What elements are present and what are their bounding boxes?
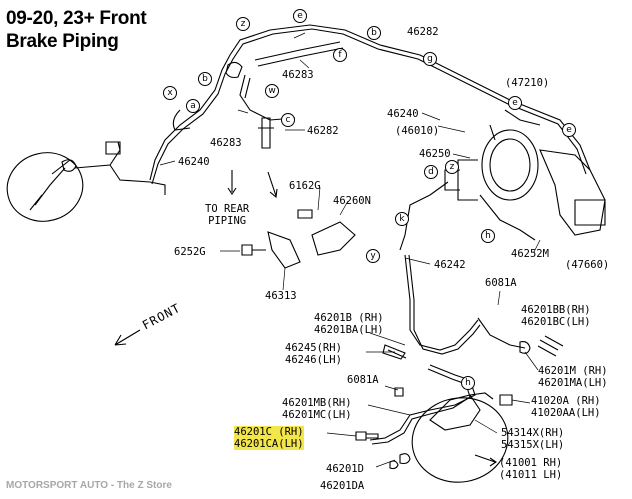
callout-z: z	[236, 17, 250, 31]
part-label-46201MA: 46201MA(LH)	[538, 377, 608, 389]
callout-e-2: e	[508, 96, 522, 110]
part-label-46242: 46242	[434, 259, 466, 271]
part-label-6081A-top: 6081A	[485, 277, 517, 289]
part-label-46201DA: 46201DA	[320, 480, 365, 492]
part-label-46201D: 46201D	[326, 463, 364, 475]
part-label-46201M: 46201M (RH)	[538, 365, 608, 377]
callout-w: w	[265, 84, 279, 98]
callout-b: b	[367, 26, 381, 40]
callout-h-2: h	[461, 376, 475, 390]
callout-b-2: b	[198, 72, 212, 86]
part-label-46252M: 46252M	[511, 248, 549, 260]
callout-c: c	[281, 113, 295, 127]
callout-k: k	[395, 212, 409, 226]
part-label-46010: (46010)	[395, 125, 440, 137]
part-label-6252G: 6252G	[174, 246, 206, 258]
part-label-54315X: 54315X(LH)	[501, 439, 565, 451]
part-label-46240-mid: 46240	[387, 108, 419, 120]
part-label-46313: 46313	[265, 290, 297, 302]
part-label-46250: 46250	[419, 148, 451, 160]
part-label-46201B: 46201B (RH)	[314, 312, 384, 324]
callout-e: e	[293, 9, 307, 23]
to-rear-piping-label: TO REAR PIPING	[205, 203, 249, 227]
part-label-46201C-highlighted: 46201C (RH)	[234, 426, 304, 438]
part-label-46246: 46246(LH)	[285, 354, 342, 366]
to-rear-line1: TO REAR	[205, 203, 250, 215]
callout-e-3: e	[562, 123, 576, 137]
part-label-54314X: 54314X(RH)	[501, 427, 565, 439]
callout-y: y	[366, 249, 380, 263]
callout-d: d	[424, 165, 438, 179]
part-label-6162G: 6162G	[289, 180, 321, 192]
part-label-46201CA-highlighted: 46201CA(LH)	[234, 438, 304, 450]
part-label-46245: 46245(RH)	[285, 342, 342, 354]
watermark-text: MOTORSPORT AUTO - The Z Store	[6, 480, 172, 491]
part-label-41020A: 41020A (RH)	[531, 395, 601, 407]
diagram-title-line1: 09-20, 23+ Front	[6, 8, 147, 29]
diagram-title-line2: Brake Piping	[6, 31, 119, 52]
part-label-46283: 46283	[210, 137, 242, 149]
to-rear-line2: PIPING	[208, 215, 247, 227]
part-label-46240-left: 46240	[178, 156, 210, 168]
part-label-6081A-mid: 6081A	[347, 374, 379, 386]
part-label-46282: 46282	[307, 125, 339, 137]
part-label-46201BB: 46201BB(RH)	[521, 304, 591, 316]
part-label-46201BA: 46201BA(LH)	[314, 324, 384, 336]
callout-f: f	[333, 48, 347, 62]
part-label-41011: (41011 LH)	[499, 469, 563, 481]
callout-x: x	[163, 86, 177, 100]
part-label-41001: (41001 RH)	[499, 457, 563, 469]
part-label-46260N: 46260N	[333, 195, 371, 207]
callout-g: g	[423, 52, 437, 66]
part-label-46282-top: 46282	[407, 26, 439, 38]
part-label-47210: (47210)	[505, 77, 550, 89]
part-label-47660: (47660)	[565, 259, 610, 271]
part-label-46201BC: 46201BC(LH)	[521, 316, 591, 328]
part-label-46201MB: 46201MB(RH)	[282, 397, 352, 409]
part-label-46283-top: 46283	[282, 69, 314, 81]
callout-a: a	[186, 99, 200, 113]
callout-h: h	[481, 229, 495, 243]
callout-z-2: z	[445, 160, 459, 174]
part-label-41020AA: 41020AA(LH)	[531, 407, 601, 419]
part-label-46201MC: 46201MC(LH)	[282, 409, 352, 421]
